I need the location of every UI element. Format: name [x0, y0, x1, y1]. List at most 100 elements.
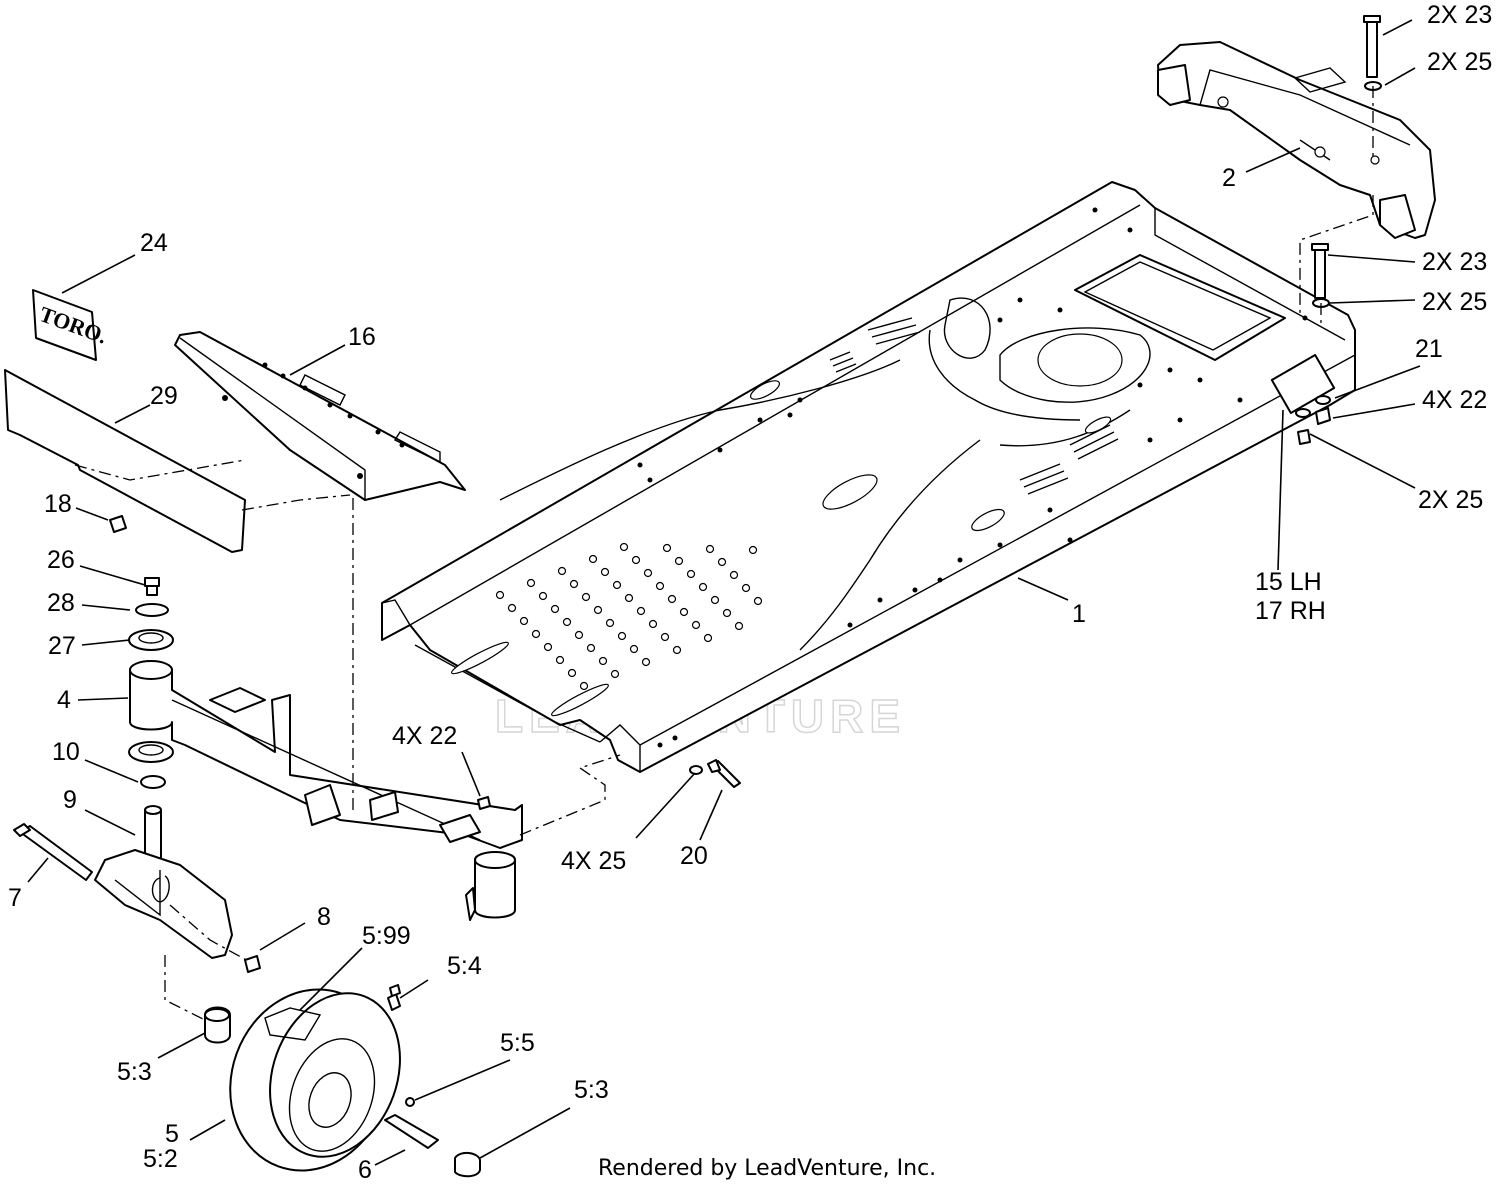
floor-perforations: [495, 542, 763, 691]
callout-1: 1: [1072, 600, 1086, 628]
wheel-assembly: [204, 984, 481, 1178]
floor-perforation: [562, 617, 572, 627]
floor-perforation: [648, 619, 658, 629]
floor-perforation: [593, 605, 603, 615]
floor-perforation: [550, 604, 560, 614]
floor-perforation: [624, 593, 634, 603]
floor-perforation: [586, 643, 596, 653]
floor-perforation: [557, 566, 567, 576]
floor-perforation: [543, 642, 553, 652]
floor-perforation: [617, 631, 627, 641]
side-panel: [4, 369, 246, 553]
footer-credit: Rendered by LeadVenture, Inc.: [598, 1156, 936, 1181]
callout-6: 6: [358, 1156, 372, 1184]
floor-perforation: [531, 629, 541, 639]
floor-perforation: [643, 568, 653, 578]
main-frame: [381, 181, 1356, 773]
floor-perforation: [600, 567, 610, 577]
callout-5-2: 5:2: [143, 1145, 178, 1173]
callout-28: 28: [47, 589, 75, 617]
center-hardware: [689, 759, 741, 788]
callout-9: 9: [63, 786, 77, 814]
floor-perforation: [610, 669, 620, 679]
callout-17-rh: 17 RH: [1255, 597, 1326, 625]
callout-8: 8: [317, 903, 331, 931]
floor-perforation: [567, 668, 577, 678]
floor-perforation: [734, 621, 744, 631]
front-bumper: [1157, 41, 1436, 239]
callout-2x23-top: 2X 23: [1427, 1, 1492, 29]
pivot-hardware: [128, 577, 174, 651]
callout-7: 7: [8, 884, 22, 912]
floor-perforation: [698, 582, 708, 592]
floor-perforation: [495, 590, 505, 600]
callout-5-3-left: 5:3: [117, 1058, 152, 1086]
floor-perforation: [748, 545, 758, 555]
floor-perforation: [722, 608, 732, 618]
callout-5-99: 5:99: [362, 922, 411, 950]
floor-perforation: [555, 655, 565, 665]
floor-perforation: [538, 591, 548, 601]
callout-20: 20: [680, 842, 708, 870]
callout-2x25-mid: 2X 25: [1422, 288, 1487, 316]
floor-perforation: [667, 594, 677, 604]
floor-perforation: [641, 657, 651, 667]
floor-perforation: [674, 556, 684, 566]
assembly-lines: [74, 86, 1374, 1021]
floor-perforation: [655, 581, 665, 591]
callout-4: 4: [57, 686, 71, 714]
front-hardware: [1295, 15, 1382, 445]
floor-perforation: [705, 544, 715, 554]
callout-16: 16: [348, 323, 376, 351]
callout-21: 21: [1415, 335, 1443, 363]
floor-perforation: [636, 606, 646, 616]
floor-perforation: [672, 645, 682, 655]
floor-perforation: [569, 579, 579, 589]
callout-18: 18: [44, 490, 72, 518]
callout-2: 2: [1222, 164, 1236, 192]
floor-perforation: [717, 557, 727, 567]
caster-fork: [13, 823, 261, 973]
floor-perforation: [612, 580, 622, 590]
callout-24: 24: [140, 229, 168, 257]
floor-perforation: [581, 592, 591, 602]
callout-4x25: 4X 25: [561, 847, 626, 875]
vent-slots: [829, 317, 1119, 495]
floor-perforation: [507, 603, 517, 613]
callout-2x25-top: 2X 25: [1427, 48, 1492, 76]
floor-perforation: [526, 578, 536, 588]
floor-perforation: [631, 555, 641, 565]
toro-decal: TORO.: [32, 289, 111, 361]
floor-perforation: [574, 630, 584, 640]
floor-perforation: [753, 596, 763, 606]
floor-perforation: [519, 616, 529, 626]
floor-perforation: [579, 681, 589, 691]
floor-perforation: [605, 618, 615, 628]
callout-5-5: 5:5: [500, 1029, 535, 1057]
top-panel: [174, 331, 466, 501]
callout-29: 29: [150, 382, 178, 410]
callout-26: 26: [47, 546, 75, 574]
callout-2x23-mid: 2X 23: [1422, 248, 1487, 276]
frame-decal-plate: [1270, 354, 1336, 414]
screw-18: [109, 515, 127, 533]
floor-perforation: [679, 607, 689, 617]
floor-perforation: [660, 632, 670, 642]
floor-perforation: [710, 595, 720, 605]
callout-5-4: 5:4: [447, 952, 482, 980]
callout-27: 27: [48, 632, 76, 660]
callout-4x22-right: 4X 22: [1422, 386, 1487, 414]
callout-10: 10: [52, 738, 80, 766]
floor-perforation: [703, 633, 713, 643]
callout-labels: 2X 23 2X 25 2 2X 23 2X 25 21 4X 22 2X 25…: [8, 1, 1492, 1184]
floor-perforation: [598, 656, 608, 666]
floor-perforation: [588, 554, 598, 564]
callout-5: 5: [165, 1120, 179, 1148]
floor-perforation: [629, 644, 639, 654]
callout-15-lh: 15 LH: [1255, 568, 1322, 596]
floor-perforation: [686, 569, 696, 579]
front-axle: [129, 660, 523, 921]
leader-lines: [27, 19, 1421, 1166]
callout-4x22-left: 4X 22: [392, 722, 457, 750]
